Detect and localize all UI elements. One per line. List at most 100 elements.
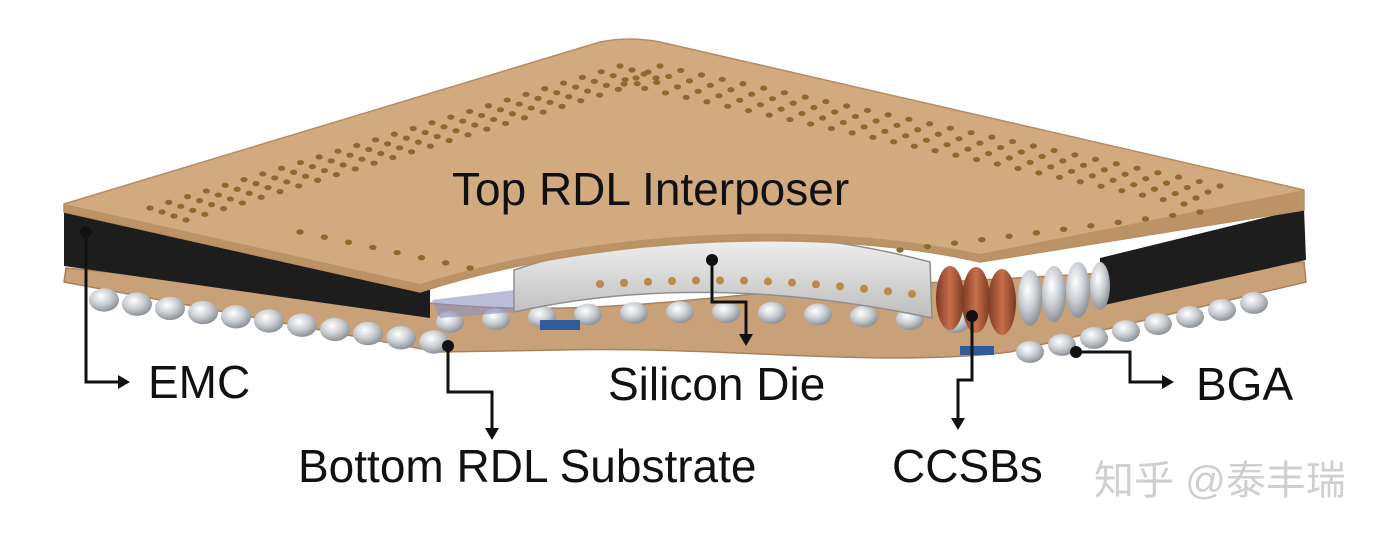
- interposer-pad: [346, 152, 354, 158]
- interposer-pad: [789, 100, 797, 106]
- ccsbs-dot: [966, 310, 978, 322]
- interposer-pad: [421, 129, 429, 136]
- top-rdl-interposer: [63, 38, 1305, 293]
- interposer-pad: [1118, 188, 1126, 194]
- interposer-pad: [459, 118, 467, 124]
- interposer-pad: [527, 105, 535, 111]
- interposer-pad: [177, 203, 185, 209]
- interposer-pad: [724, 103, 732, 109]
- interposer-pad: [718, 76, 726, 82]
- interposer-pad: [946, 125, 954, 131]
- interposer-pad: [910, 143, 918, 149]
- interposer-pad: [214, 192, 222, 198]
- interposer-pad: [1114, 219, 1122, 225]
- interposer-pad: [1079, 162, 1088, 168]
- interposer-pad: [632, 75, 640, 81]
- interposer-pad: [955, 136, 963, 142]
- interposer-pad: [988, 134, 996, 140]
- interposer-pad: [351, 166, 359, 172]
- interposer-pad: [923, 243, 931, 250]
- interposer-pad: [202, 188, 210, 194]
- interposer-pad: [466, 265, 474, 271]
- interposer-pad: [665, 73, 673, 80]
- interposer-pad: [372, 137, 380, 143]
- interposer-pad: [440, 124, 448, 130]
- interposer-pad: [843, 103, 851, 109]
- interposer-pad: [620, 81, 628, 87]
- solder-ball: [419, 330, 449, 354]
- interposer-pad: [553, 90, 561, 96]
- interposer-pad: [365, 146, 373, 153]
- interposer-pad: [428, 120, 436, 126]
- solder-ball: [758, 301, 786, 324]
- interposer-pad: [609, 73, 617, 79]
- interposer-pad: [577, 98, 585, 104]
- interposer-pad: [1038, 153, 1046, 160]
- interposer-pad: [703, 99, 711, 105]
- interposer-pad: [715, 93, 723, 99]
- interposer-pad: [827, 125, 836, 132]
- interposer-pad: [952, 152, 960, 158]
- interposer-pad: [1204, 189, 1212, 195]
- bga-label: BGA: [1196, 358, 1293, 410]
- interposer-pad: [302, 173, 310, 179]
- interposer-pad: [271, 175, 279, 181]
- solder-ball: [1048, 334, 1076, 356]
- interposer-pad: [384, 141, 392, 147]
- interposer-pad: [801, 94, 809, 100]
- ccsbs-leader: [956, 318, 974, 420]
- interposer-pad: [1183, 184, 1191, 191]
- interposer-pad: [682, 94, 690, 100]
- interposer-pad: [1169, 212, 1177, 219]
- interposer-pad: [369, 244, 377, 251]
- emc-block-right: [1100, 208, 1306, 306]
- leader-dots: [80, 226, 1082, 358]
- interposer-pad: [1091, 156, 1100, 162]
- interposer-pad: [590, 78, 599, 84]
- interposer-pad: [967, 130, 975, 136]
- interposer-pad: [170, 213, 178, 219]
- interposer-pad: [822, 98, 830, 105]
- interposer-pad: [744, 108, 753, 114]
- interposer-pad: [208, 202, 216, 208]
- interposer-pad: [1059, 158, 1067, 164]
- interposer-pad: [196, 198, 204, 204]
- interposer-pad: [245, 190, 253, 196]
- interposer-pad: [661, 90, 670, 96]
- bga-dot: [1070, 346, 1082, 358]
- solder-ball: [122, 292, 152, 316]
- watermark: 知乎 @泰丰瑞: [1094, 459, 1346, 503]
- interposer-pad: [902, 133, 910, 139]
- interposer-pad: [578, 74, 587, 80]
- interposer-pad: [652, 75, 660, 81]
- interposer-pad: [560, 80, 568, 86]
- interposer-pad: [884, 112, 892, 118]
- interposer-pad: [226, 196, 234, 202]
- ccsbs-arrowhead: [951, 418, 965, 430]
- interposer-pad: [466, 108, 474, 115]
- interposer-pad: [1130, 182, 1138, 188]
- microbump: [740, 276, 748, 285]
- interposer-pad: [558, 103, 566, 109]
- ccsb-columns: [936, 262, 1110, 335]
- interposer-pad: [1141, 216, 1150, 222]
- interposer-pad: [315, 154, 323, 160]
- solder-ball: [1240, 292, 1268, 314]
- interposer-pad: [1026, 159, 1034, 166]
- solder-ball: [1112, 320, 1140, 342]
- interposer-pad: [182, 217, 190, 223]
- interposer-pad: [1196, 209, 1204, 215]
- interposer-pad: [972, 156, 981, 163]
- leader-arrowheads: [118, 334, 1174, 440]
- interposer-pad: [641, 85, 649, 92]
- interposer-pad: [442, 260, 450, 266]
- interposer-pad: [447, 114, 455, 120]
- interposer-pad: [283, 179, 291, 185]
- interposer-pad: [1150, 186, 1159, 192]
- interposer-pad: [760, 85, 768, 91]
- emc-dot: [80, 226, 92, 238]
- interposer-pad: [377, 150, 385, 157]
- interposer-pad: [1154, 170, 1162, 176]
- interposer-pad: [278, 165, 286, 171]
- interposer-pad: [257, 194, 265, 200]
